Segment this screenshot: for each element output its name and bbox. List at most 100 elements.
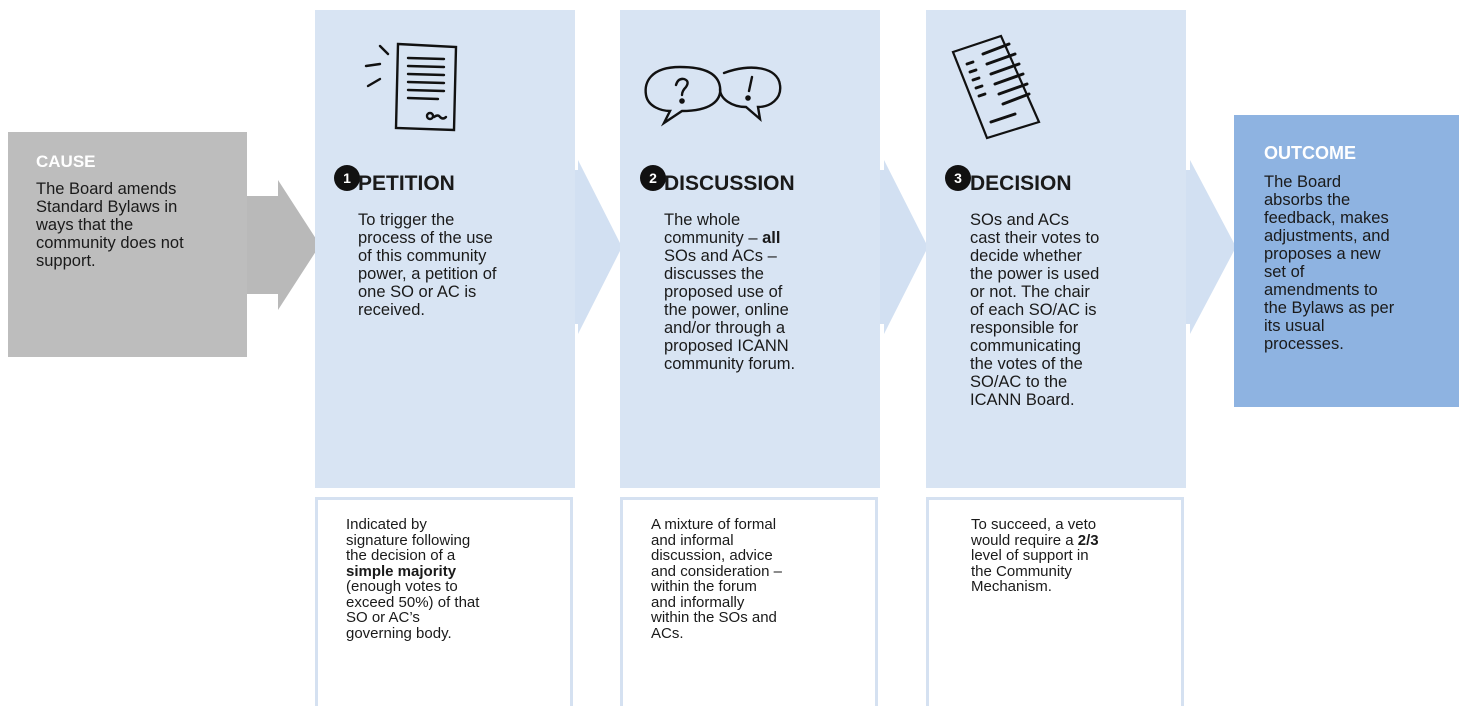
- note-line: the Community: [971, 563, 1181, 580]
- emphasis-text: 2/3: [1077, 531, 1099, 549]
- text-line: the votes of the: [970, 355, 1083, 373]
- note-run: governing body.: [346, 624, 452, 642]
- stage-column-petition: [315, 10, 575, 488]
- text-line: of each SO/AC is: [970, 301, 1097, 319]
- text-line: received.: [358, 301, 425, 319]
- step-badge: 1: [334, 165, 360, 191]
- note-line: A mixture of formal: [651, 517, 875, 533]
- text-line: power, a petition of: [358, 265, 497, 283]
- text-line: one SO or AC is: [358, 283, 477, 301]
- text-line: community forum.: [664, 355, 796, 373]
- note-line: (enough votes to: [346, 579, 570, 595]
- stage-title: DISCUSSION: [664, 172, 795, 195]
- text-line: the power is used: [970, 265, 1100, 283]
- note-line: signature following: [346, 531, 570, 549]
- text-line: and/or through a: [664, 319, 786, 337]
- note-line: governing body.: [346, 624, 570, 642]
- note-run: and informally: [651, 593, 745, 611]
- stage-column-decision: [926, 10, 1186, 488]
- note-line: exceed 50%) of that: [346, 593, 570, 611]
- text-line: cast their votes to: [970, 229, 1100, 247]
- note-run: within the forum: [651, 578, 757, 595]
- note-line: Indicated by: [346, 517, 570, 533]
- outcome-line: set of: [1264, 263, 1305, 281]
- outcome-line: absorbs the: [1264, 191, 1351, 209]
- note-run: Mechanism.: [971, 578, 1052, 595]
- stage-description: The whole community – all SOs and ACs – …: [664, 211, 795, 373]
- note-run: and informal: [651, 531, 734, 549]
- outcome-line: feedback, makes: [1264, 209, 1389, 227]
- emphasis-text: all: [762, 229, 781, 247]
- note-run: and consideration –: [651, 562, 782, 580]
- outcome-line: its usual: [1264, 317, 1325, 335]
- note-run: To succeed, a veto: [971, 516, 1097, 533]
- note-line: discussion, advice: [651, 548, 875, 564]
- text-line: process of the use: [358, 229, 493, 247]
- note-line: within the SOs and: [651, 610, 875, 626]
- cause-heading: CAUSE: [36, 152, 96, 171]
- note-run: SO or AC’s: [346, 609, 420, 626]
- outcome-line: The Board: [1264, 173, 1342, 191]
- note-line: simple majority: [346, 562, 570, 580]
- text-line: proposed use of: [664, 283, 783, 301]
- outcome-heading: OUTCOME: [1264, 143, 1356, 163]
- text-line: SOs and ACs –: [664, 247, 777, 265]
- text-line: responsible for: [970, 319, 1079, 337]
- note-line: within the forum: [651, 579, 875, 595]
- text-line: ICANN Board.: [970, 391, 1075, 409]
- text-line: To trigger the: [358, 211, 455, 229]
- arrow-decision-to-outcome: [1182, 160, 1236, 334]
- cause-line: community does not: [36, 234, 184, 252]
- note-line: and consideration –: [651, 562, 875, 580]
- outcome-text: The Board absorbs the feedback, makes ad…: [1264, 173, 1447, 353]
- note-run: signature following: [346, 531, 471, 549]
- note-run: exceed 50%) of that: [346, 593, 480, 611]
- outcome-line: the Bylaws as per: [1264, 299, 1395, 317]
- cause-box: CAUSE The Board amends Standard Bylaws i…: [8, 132, 247, 357]
- note-run: ACs.: [651, 624, 684, 642]
- stage-title: DECISION: [970, 172, 1072, 195]
- note-line: and informally: [651, 593, 875, 611]
- stage-description: SOs and ACs cast their votes to decide w…: [970, 211, 1099, 409]
- note-line: would require a 2/3: [971, 531, 1181, 549]
- note-line: and informal: [651, 531, 875, 549]
- text-line: communicating: [970, 337, 1081, 355]
- cause-arrow: [240, 180, 320, 310]
- outcome-box: OUTCOME The Board absorbs the feedback, …: [1234, 115, 1459, 407]
- note-line: ACs.: [651, 624, 875, 642]
- text-line: SOs and ACs: [970, 211, 1070, 229]
- cause-text: The Board amends Standard Bylaws in ways…: [36, 180, 229, 270]
- cause-line: support.: [36, 252, 96, 270]
- text-line: community – all: [664, 229, 781, 247]
- note-run: A mixture of formal: [651, 516, 777, 533]
- note-line: the decision of a: [346, 548, 570, 564]
- text-line: The whole: [664, 211, 741, 229]
- step-badge: 2: [640, 165, 666, 191]
- note-run: level of support in: [971, 547, 1089, 564]
- note-run: within the SOs and: [651, 609, 777, 626]
- outcome-line: adjustments, and: [1264, 227, 1390, 245]
- note-run: would require a: [971, 531, 1078, 549]
- document-icon: [364, 42, 458, 132]
- stage-description: To trigger the process of the use of thi…: [358, 211, 497, 319]
- emphasis-text: simple majority: [346, 562, 457, 580]
- text-line: the power, online: [664, 301, 789, 319]
- step-badge: 3: [945, 165, 971, 191]
- outcome-line: proposes a new: [1264, 245, 1381, 263]
- note-line: To succeed, a veto: [971, 517, 1181, 533]
- note-line: level of support in: [971, 548, 1181, 564]
- note-line: SO or AC’s: [346, 610, 570, 626]
- cause-line: The Board amends: [36, 180, 177, 198]
- outcome-line: processes.: [1264, 335, 1344, 353]
- text-line: decide whether: [970, 247, 1082, 265]
- ballot-paper-icon: [951, 34, 1041, 140]
- note-run: the decision of a: [346, 547, 456, 564]
- cause-line: Standard Bylaws in: [36, 198, 178, 216]
- arrow-petition-to-discussion: [570, 160, 622, 334]
